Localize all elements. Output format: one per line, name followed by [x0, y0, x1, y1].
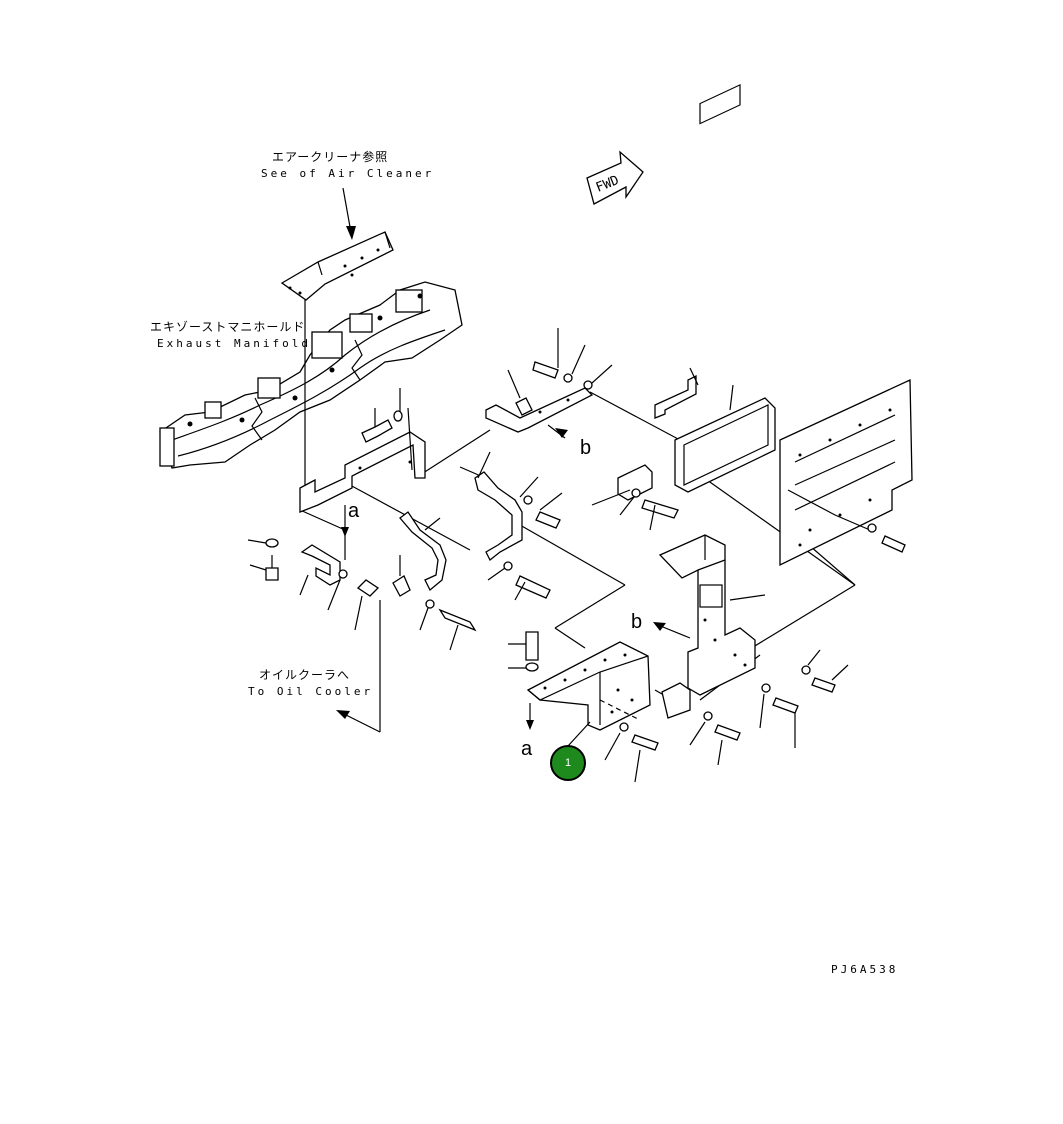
- right-panel: [779, 378, 913, 567]
- exhaust-manifold-label-en: Exhaust Manifold: [157, 337, 311, 350]
- upper-left-bracket: [299, 431, 426, 513]
- air-cleaner-label-en: See of Air Cleaner: [261, 167, 435, 180]
- assembly-lines: [299, 300, 856, 733]
- left-small-bracket: [247, 538, 380, 631]
- middle-vertical-bracket: [474, 451, 563, 601]
- bottom-right-fasteners: [604, 649, 849, 783]
- oil-cooler-label-jp: オイルクーラへ: [259, 668, 351, 682]
- part-callout-1[interactable]: 1: [550, 745, 586, 781]
- oil-cooler-label-en: To Oil Cooler: [248, 685, 374, 698]
- air-cleaner-leader: [342, 187, 356, 240]
- air-cleaner-label-jp: エアークリーナ参照: [272, 150, 389, 164]
- reference-b-lower: b: [631, 611, 643, 633]
- right-vertical-post: [653, 534, 766, 719]
- curved-bracket-middle: [392, 511, 477, 651]
- bottom-bracket-plate: [508, 631, 651, 747]
- drawing-code: PJ6A538: [831, 963, 899, 976]
- ref-arrow-a-left: [341, 505, 349, 537]
- reference-a-upper: a: [348, 500, 360, 522]
- part-callout-number: 1: [564, 757, 572, 769]
- exhaust-manifold: [159, 281, 463, 469]
- upper-right-frame: [654, 84, 776, 493]
- exhaust-manifold-label-jp: エキゾーストマニホールド: [150, 320, 306, 334]
- right-middle-bracket: [591, 464, 679, 531]
- reference-b-upper: b: [580, 437, 592, 459]
- air-cleaner-bracket: [280, 231, 394, 301]
- bolt-washer-set-1: [361, 388, 413, 471]
- reference-a-lower: a: [521, 738, 533, 760]
- fwd-arrow-icon: FWD: [586, 150, 644, 205]
- middle-upper-bracket: [485, 328, 613, 439]
